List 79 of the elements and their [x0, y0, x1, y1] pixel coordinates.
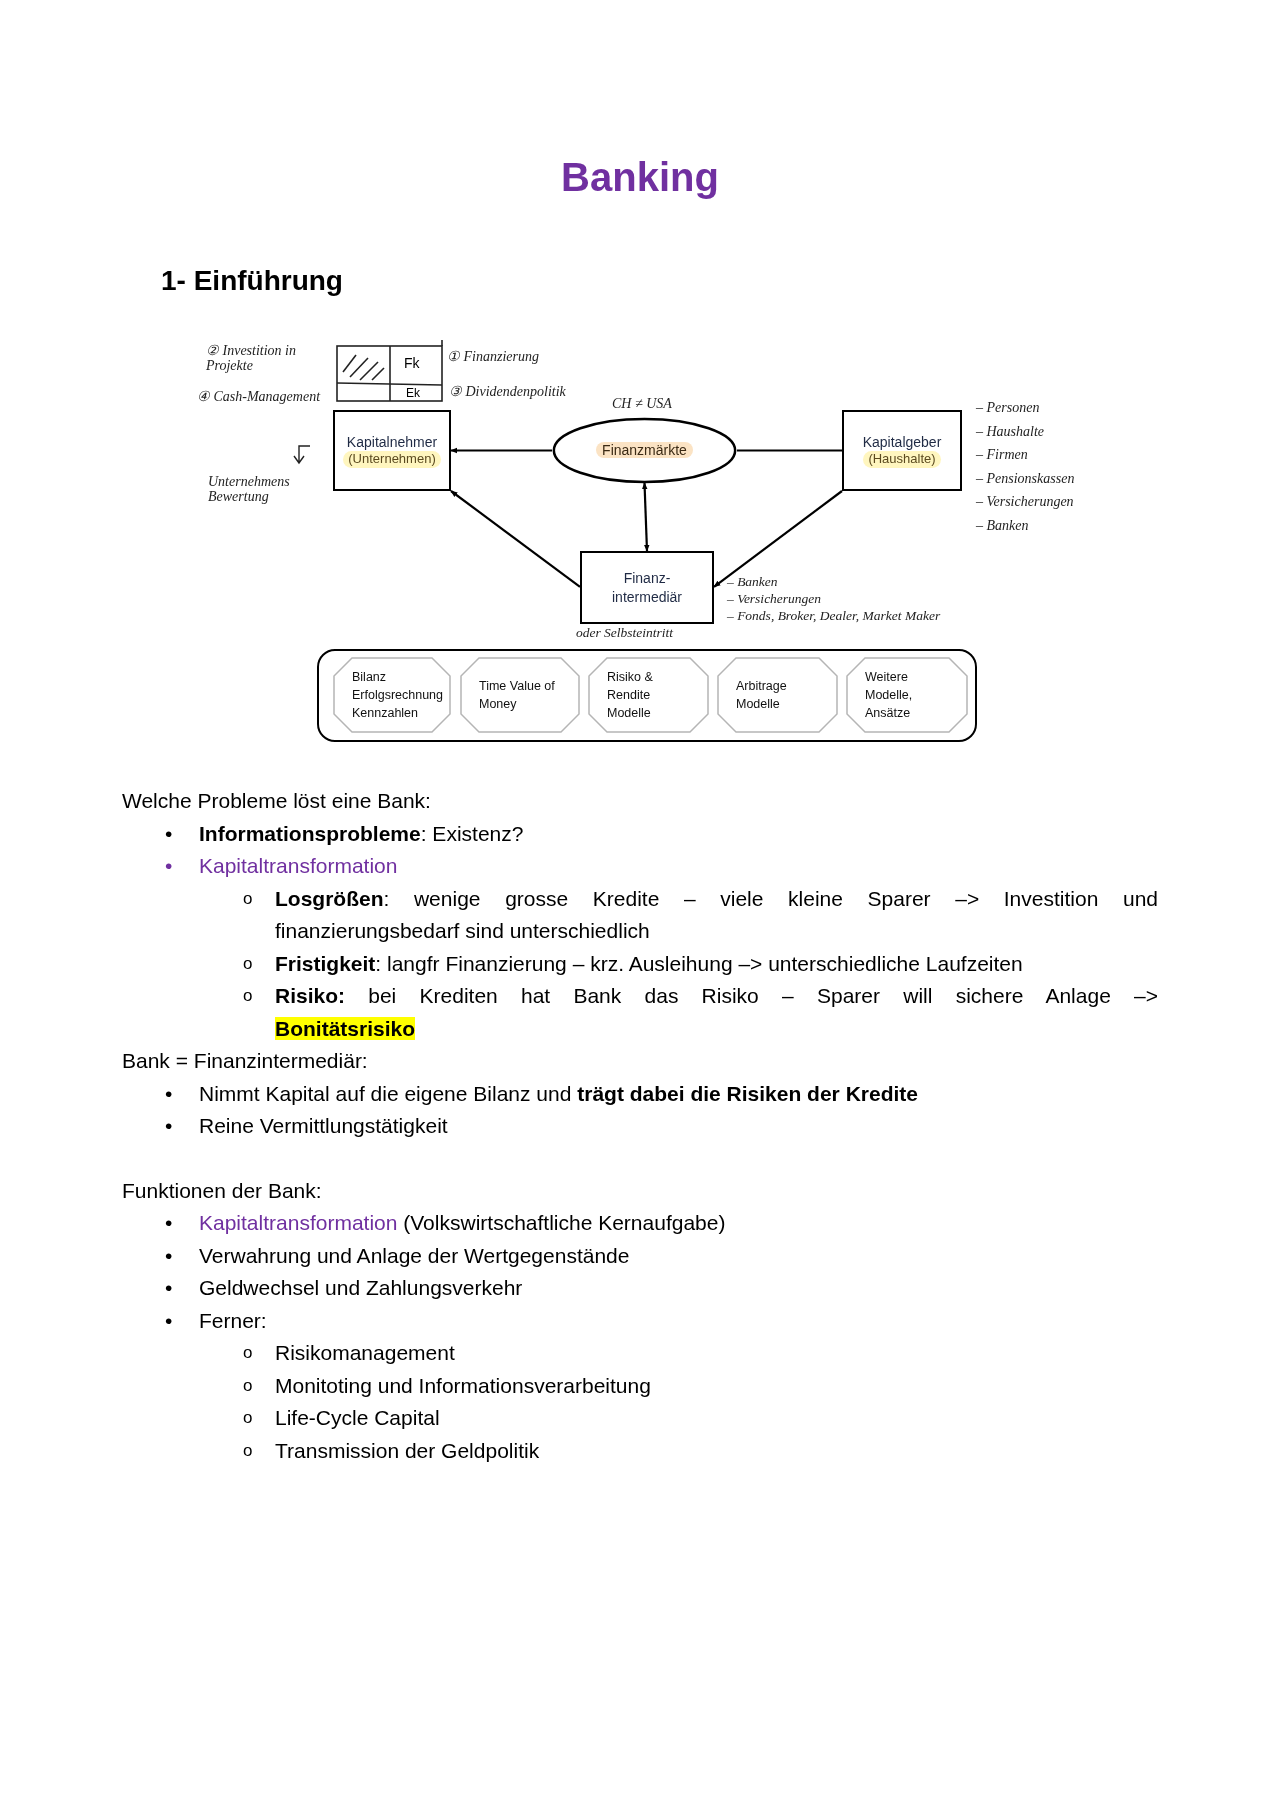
text-line: Transmission der Geldpolitik: [275, 1438, 540, 1462]
section-heading: 1- Einführung: [161, 265, 343, 297]
bullet-marker: •: [165, 1080, 173, 1107]
handwritten-note: oder Selbsteintritt: [576, 626, 674, 641]
process-box: [580, 551, 714, 624]
bullet-marker: •: [165, 1307, 173, 1334]
handwritten-note: Unternehmens Bewertung: [208, 474, 291, 505]
bullet-marker: o: [243, 1407, 253, 1429]
bullet-marker: o: [243, 952, 253, 975]
text-line: Informationsprobleme: Existenz?: [199, 821, 524, 845]
octagon-box: [589, 658, 708, 732]
text-line: Monitoting und Informationsverarbeitung: [275, 1373, 651, 1397]
table-label: Fk: [404, 355, 420, 371]
bullet-marker: •: [165, 1242, 173, 1269]
text-line: Nimmt Kapital auf die eigene Bilanz und trägt dabei die Risiken der Kredite: [199, 1081, 918, 1105]
octagon-box: [847, 658, 967, 732]
text-line: Risikomanagement: [275, 1341, 455, 1364]
handwritten-note: ② Investition in Projekte: [206, 343, 297, 374]
handwritten-note: – Versicherungen: [727, 592, 822, 607]
bullet-marker: o: [243, 1342, 253, 1364]
text-line: Bank = Finanzintermediär:: [122, 1049, 368, 1072]
connector-arrow: [713, 490, 843, 588]
bullet-marker: •: [165, 853, 173, 879]
node-label: Finanzmärkte: [596, 442, 693, 459]
text-line: Welche Probleme löst eine Bank:: [122, 789, 431, 812]
bullet-marker: •: [165, 1210, 173, 1236]
node-label: Weitere Modelle, Ansätze: [865, 668, 914, 723]
bullet-marker: •: [165, 1113, 173, 1139]
text-line: Funktionen der Bank:: [122, 1178, 322, 1202]
page-title: Banking: [560, 155, 720, 200]
text-line: Kapitaltransformation: [199, 1211, 398, 1234]
handwritten-note: ③ Dividendenpolitik: [449, 384, 566, 400]
node-label: Finanz- intermediär: [611, 569, 683, 606]
bullet-marker: o: [243, 985, 253, 1007]
connector-arrow: [450, 490, 581, 588]
node-label: Kapitalgeber: [862, 432, 942, 452]
node-subtitle: (Unternehmen): [343, 451, 441, 469]
text-line: Fristigkeit: langfr Finanzierung – krz. Ausleihung –> unterschiedliche Laufzeiten: [275, 951, 1023, 975]
node-label: Kapitalnehmer: [346, 432, 438, 452]
handwritten-note: CH ≠ USA: [612, 396, 672, 412]
market-ellipse: [552, 418, 737, 483]
bullet-marker: o: [243, 1439, 253, 1462]
handwritten-note: – Pensionskassen: [976, 470, 1075, 486]
text-line: Geldwechsel und Zahlungsverkehr: [199, 1276, 523, 1299]
handwritten-note: ④ Cash-Management: [197, 389, 321, 405]
table-label: Ek: [406, 386, 420, 400]
handwritten-note: – Banken: [976, 517, 1029, 533]
text-line: Risiko: bei Krediten hat Bank das Risiko – Sparer will sichere Anlage –>: [275, 983, 1158, 1009]
node-label: Risiko & Rendite Modelle: [607, 668, 654, 723]
bullet-marker: o: [243, 887, 253, 910]
text-line: Life-Cycle Capital: [275, 1406, 440, 1429]
text-line: Kapitaltransformation: [199, 854, 398, 877]
handwritten-note: – Fonds, Broker, Dealer, Market Maker: [727, 609, 941, 624]
group-panel: [317, 649, 977, 742]
bullet-marker: •: [165, 1275, 173, 1301]
text-line: Reine Vermittlungstätigkeit: [199, 1114, 448, 1137]
connector-arrow: [450, 447, 552, 454]
node-label: Time Value of Money: [479, 677, 556, 713]
text-line: Verwahrung und Anlage der Wertgegenstände: [199, 1243, 630, 1267]
process-box: [842, 410, 962, 491]
bullet-marker: •: [165, 820, 173, 847]
handwritten-note: – Firmen: [976, 447, 1028, 463]
handwritten-note: – Personen: [976, 400, 1040, 416]
handwritten-note: ① Finanzierung: [447, 349, 539, 365]
handwritten-note: – Haushalte: [976, 423, 1045, 439]
octagon-box: [461, 658, 579, 732]
process-box: [333, 410, 451, 491]
text-line: Ferner:: [199, 1308, 267, 1332]
octagon-box: [718, 658, 837, 732]
bullet-marker: o: [243, 1374, 253, 1397]
node-label: Arbitrage Modelle: [736, 677, 788, 713]
octagon-box: [334, 658, 450, 732]
text-line: Losgrößen: wenige grosse Kredite – viele kleine Sparer –> Investition und finanzierungsbedarf sind unterschiedlich: [275, 886, 1158, 942]
handwritten-note: – Banken: [727, 575, 778, 590]
node-subtitle: (Haushalte): [863, 451, 941, 469]
node-label: Bilanz Erfolgsrechnung Kennzahlen: [352, 668, 444, 723]
connector-arrow: [641, 482, 650, 552]
handwritten-note: – Versicherungen: [976, 494, 1074, 510]
text-line: (Volkswirtschaftliche Kernaufgabe): [403, 1211, 726, 1234]
